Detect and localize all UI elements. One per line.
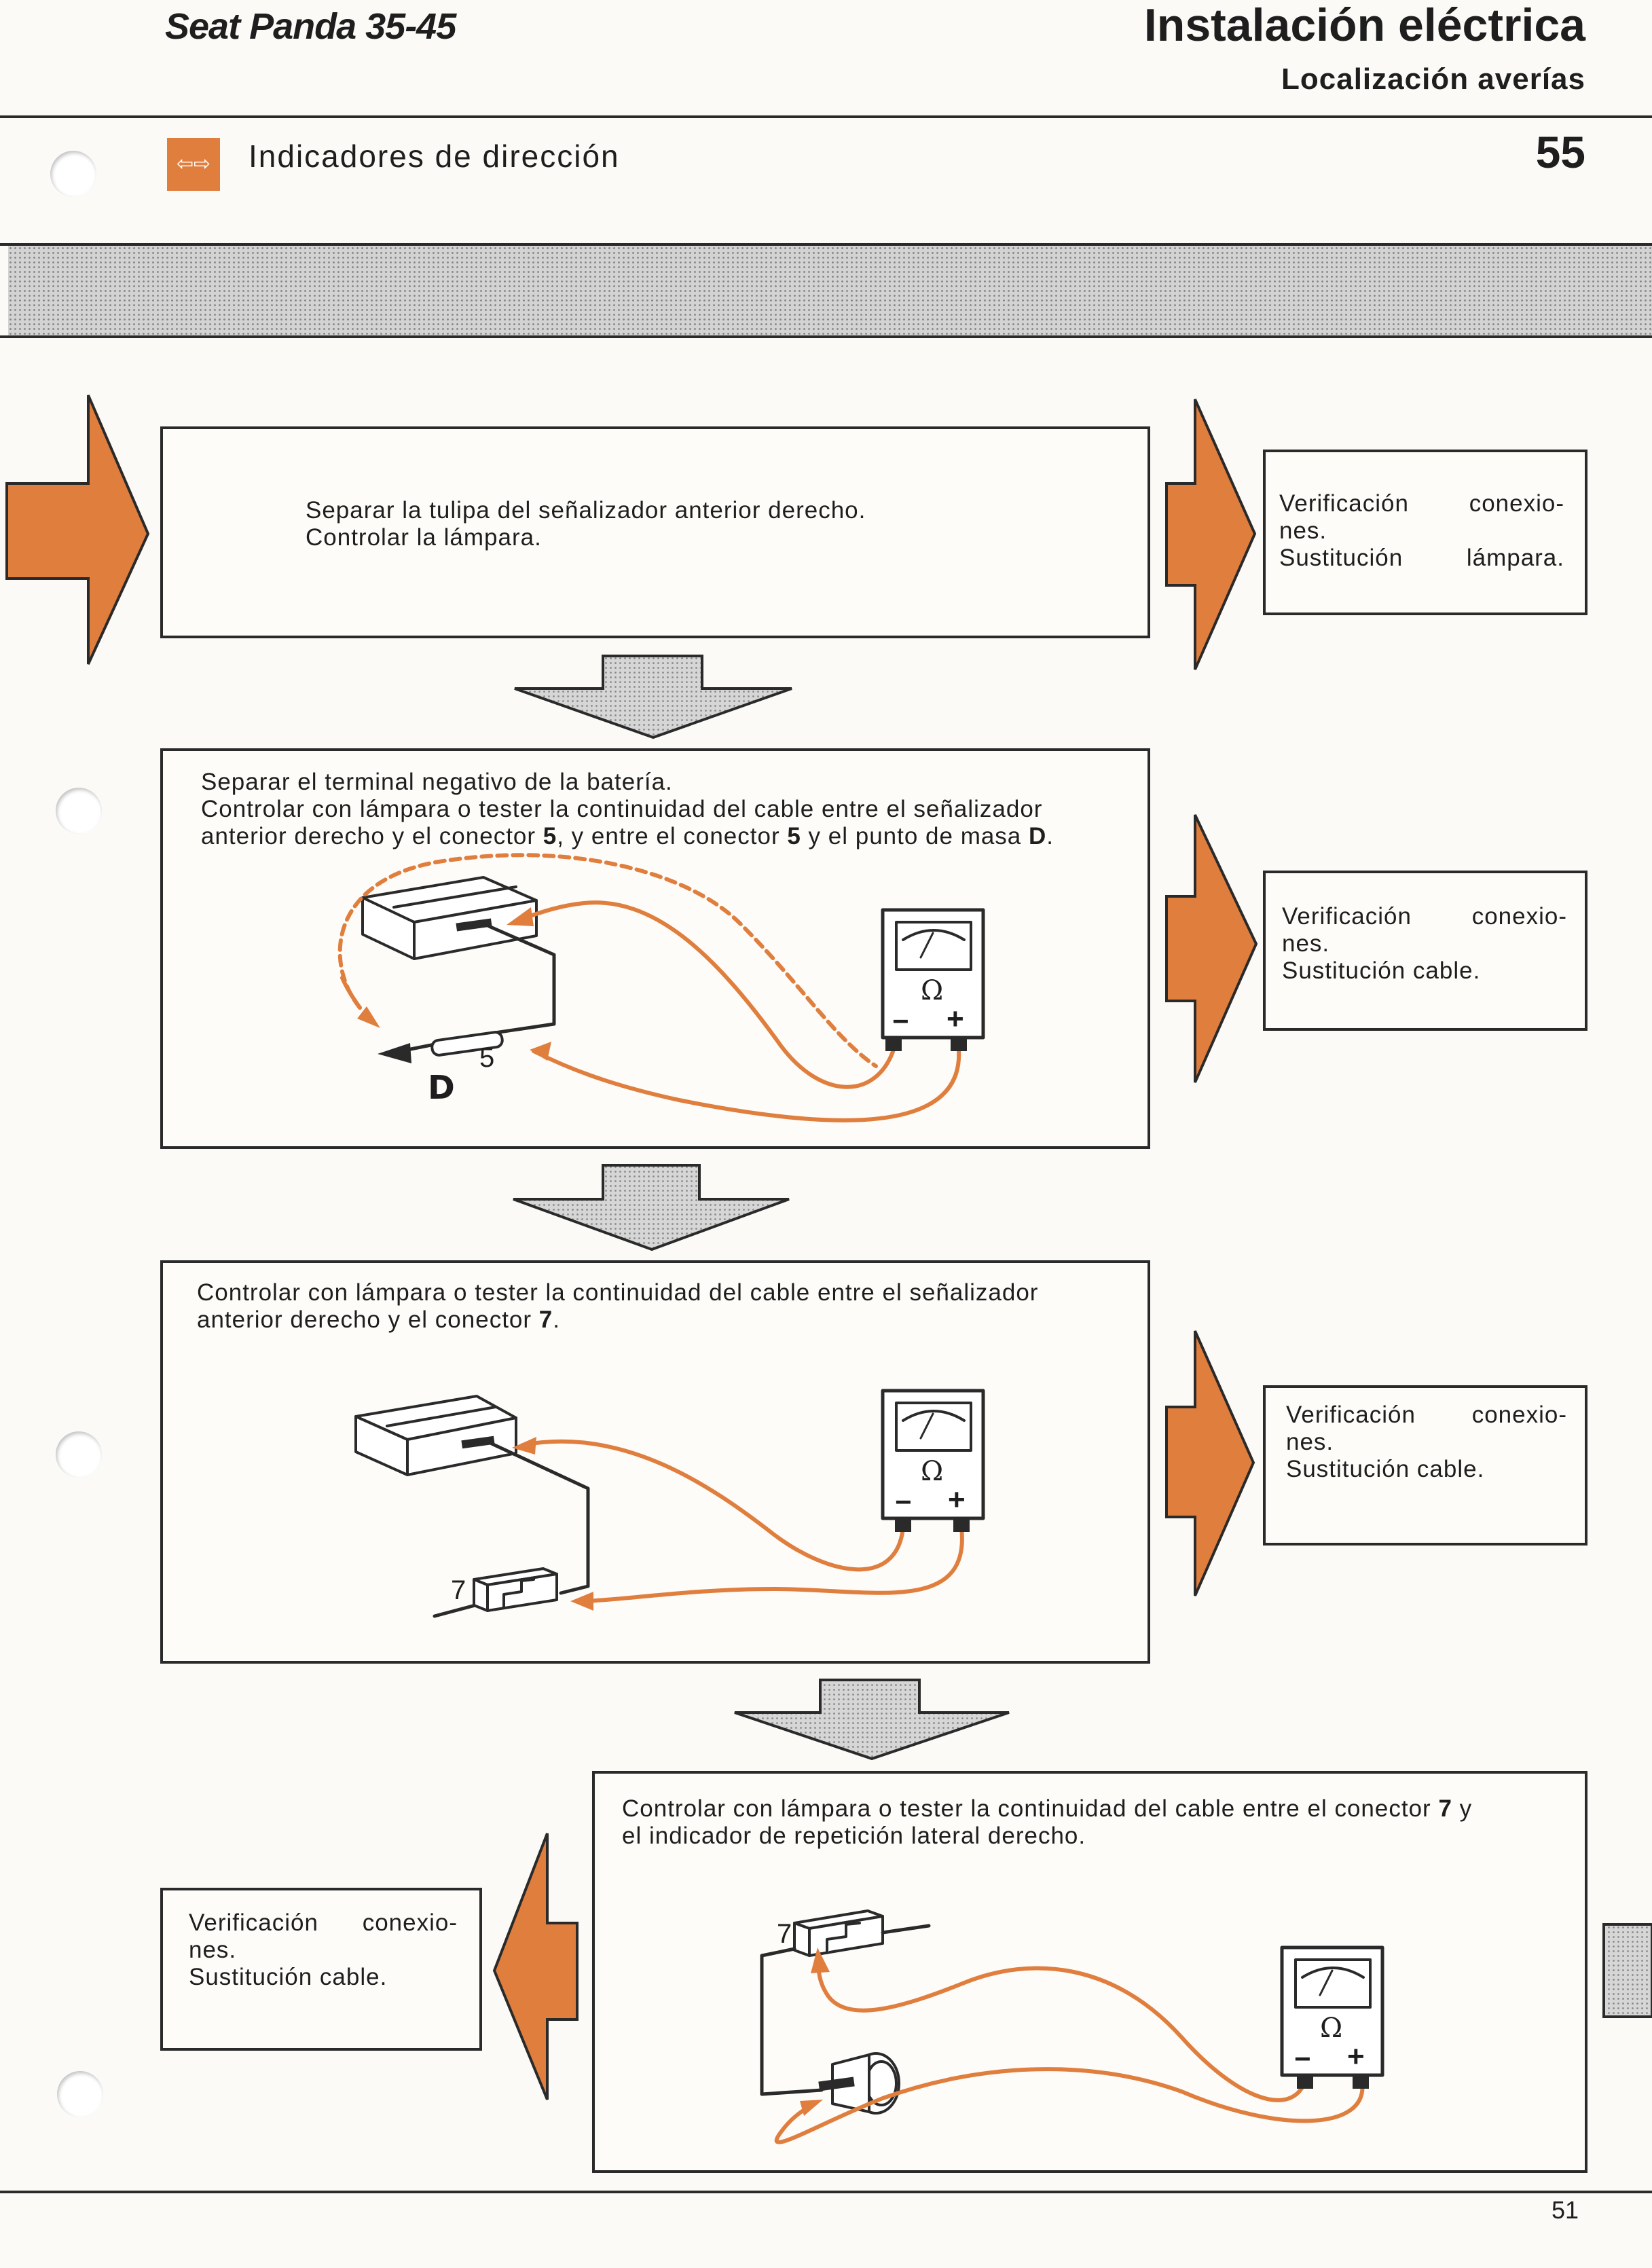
ground-d-label: D — [428, 1069, 455, 1107]
multimeter-icon — [1280, 1945, 1384, 2089]
result-1-lampara: lámpara. — [1466, 545, 1564, 571]
meter-ohm-symbol: Ω — [1320, 2013, 1343, 2044]
multimeter-icon — [881, 908, 985, 1051]
meter-ohm-symbol: Ω — [921, 1456, 944, 1487]
binder-hole — [50, 151, 96, 197]
step-2-result-box: Verificación conexio- nes. Sustitución c… — [1263, 871, 1587, 1031]
result-2-nes: nes. — [1282, 930, 1330, 957]
result-2-verificacion: Verificación — [1282, 903, 1412, 930]
footer-rule — [0, 2191, 1652, 2193]
chapter-title: Instalación eléctrica — [1143, 0, 1585, 51]
manual-model-title: Seat Panda 35-45 — [165, 6, 456, 47]
result-3-conexio: conexio- — [1471, 1402, 1567, 1428]
step-4-box: Controlar con lámpara o tester la contin… — [592, 1771, 1587, 2173]
step-4-diagram — [760, 1909, 1384, 2144]
result-3-sustitucion-cable: Sustitución cable. — [1286, 1456, 1485, 1482]
result-arrow-2-icon — [1165, 814, 1258, 1083]
dashed-arrow-head — [357, 1006, 380, 1028]
flow-down-arrow-1-icon — [514, 655, 792, 739]
binder-hole — [56, 788, 102, 834]
section-title: Indicadores de dirección — [249, 139, 620, 174]
connector-7-label: 7 — [451, 1575, 466, 1605]
meter-plus-label: + — [947, 1002, 964, 1036]
result-1-conexio: conexio- — [1469, 490, 1564, 517]
band-top-rule — [0, 243, 1652, 246]
result-4-conexio: conexio- — [362, 1909, 458, 1936]
result-1-sustitucion: Sustitución — [1279, 545, 1403, 571]
step-4-result-box: Verificación conexio- nes. Sustitución c… — [160, 1888, 482, 2051]
step-4-line-2: el indicador de repetición lateral derec… — [622, 1823, 1086, 1849]
binder-hole — [56, 1431, 102, 1478]
result-3-verificacion: Verificación — [1286, 1402, 1416, 1428]
header-rule — [0, 115, 1652, 118]
meter-plus-label: + — [948, 1483, 966, 1516]
meter-ohm-symbol: Ω — [921, 975, 944, 1006]
connector-7-icon — [473, 1567, 558, 1612]
ground-point-icon — [378, 1043, 411, 1063]
result-arrow-4-icon — [492, 1833, 579, 2100]
result-arrow-3-icon — [1165, 1330, 1255, 1596]
step-4-line-1: Controlar con lámpara o tester la contin… — [622, 1795, 1473, 1822]
meter-minus-label: − — [892, 1005, 909, 1037]
flow-down-arrow-2-icon — [513, 1164, 790, 1251]
meter-minus-label: − — [1294, 2043, 1311, 2074]
result-1-nes: nes. — [1279, 517, 1327, 544]
result-4-verificacion: Verificación — [189, 1909, 318, 1936]
step-2-diagram — [337, 853, 985, 1122]
step-1-line-1: Separar la tulipa del señalizador anteri… — [306, 497, 866, 524]
step-3-line-1: Controlar con lámpara o tester la contin… — [197, 1279, 1039, 1306]
connector-5-icon — [430, 1031, 504, 1057]
result-arrow-1-icon — [1165, 399, 1257, 670]
connector-7-label: 7 — [777, 1919, 792, 1949]
result-2-conexio: conexio- — [1471, 903, 1567, 930]
multimeter-icon — [881, 1389, 985, 1532]
step-3-line-2: anterior derecho y el conector 7. — [197, 1306, 560, 1333]
connector-5-label: 5 — [479, 1043, 495, 1073]
result-4-sustitucion-cable: Sustitución cable. — [189, 1964, 388, 1990]
page-number: 51 — [1551, 2196, 1579, 2224]
result-4-nes: nes. — [189, 1937, 237, 1963]
turn-signal-arrows-icon: ⇦⇨ — [167, 138, 220, 191]
section-code: 55 — [1535, 127, 1585, 177]
step-2-line-1: Separar el terminal negativo de la bater… — [201, 769, 673, 795]
step-3-diagram — [354, 1389, 985, 1618]
step-2-line-2: Controlar con lámpara o tester la contin… — [201, 796, 1043, 822]
step-3-result-box: Verificación conexio- nes. Sustitución c… — [1263, 1385, 1587, 1545]
meter-minus-label: − — [895, 1486, 912, 1518]
step-2-line-3: anterior derecho y el conector 5, y entr… — [201, 823, 1054, 849]
step-1-box: Separar la tulipa del señalizador anteri… — [160, 426, 1150, 638]
binder-hole — [57, 2071, 103, 2117]
entry-arrow-icon — [5, 395, 150, 665]
meter-plus-label: + — [1347, 2040, 1365, 2073]
step-1-result-box: Verificación conexio- nes. Sustitución l… — [1263, 450, 1587, 615]
front-indicator-lamp-icon — [361, 876, 538, 960]
flow-down-arrow-3-icon — [734, 1679, 1010, 1761]
result-1-verificacion: Verificación — [1279, 490, 1409, 517]
right-edge-tab — [1602, 1923, 1652, 2018]
front-indicator-lamp-icon — [354, 1395, 517, 1476]
connector-7-icon — [793, 1909, 884, 1957]
step-1-line-2: Controlar la lámpara. — [306, 524, 542, 551]
result-2-sustitucion-cable: Sustitución cable. — [1282, 957, 1481, 984]
result-3-nes: nes. — [1286, 1429, 1334, 1455]
stippled-band — [8, 246, 1652, 335]
chapter-subtitle: Localización averías — [1281, 62, 1585, 96]
band-bottom-rule — [0, 335, 1652, 338]
step-2-box: Separar el terminal negativo de la bater… — [160, 748, 1150, 1149]
